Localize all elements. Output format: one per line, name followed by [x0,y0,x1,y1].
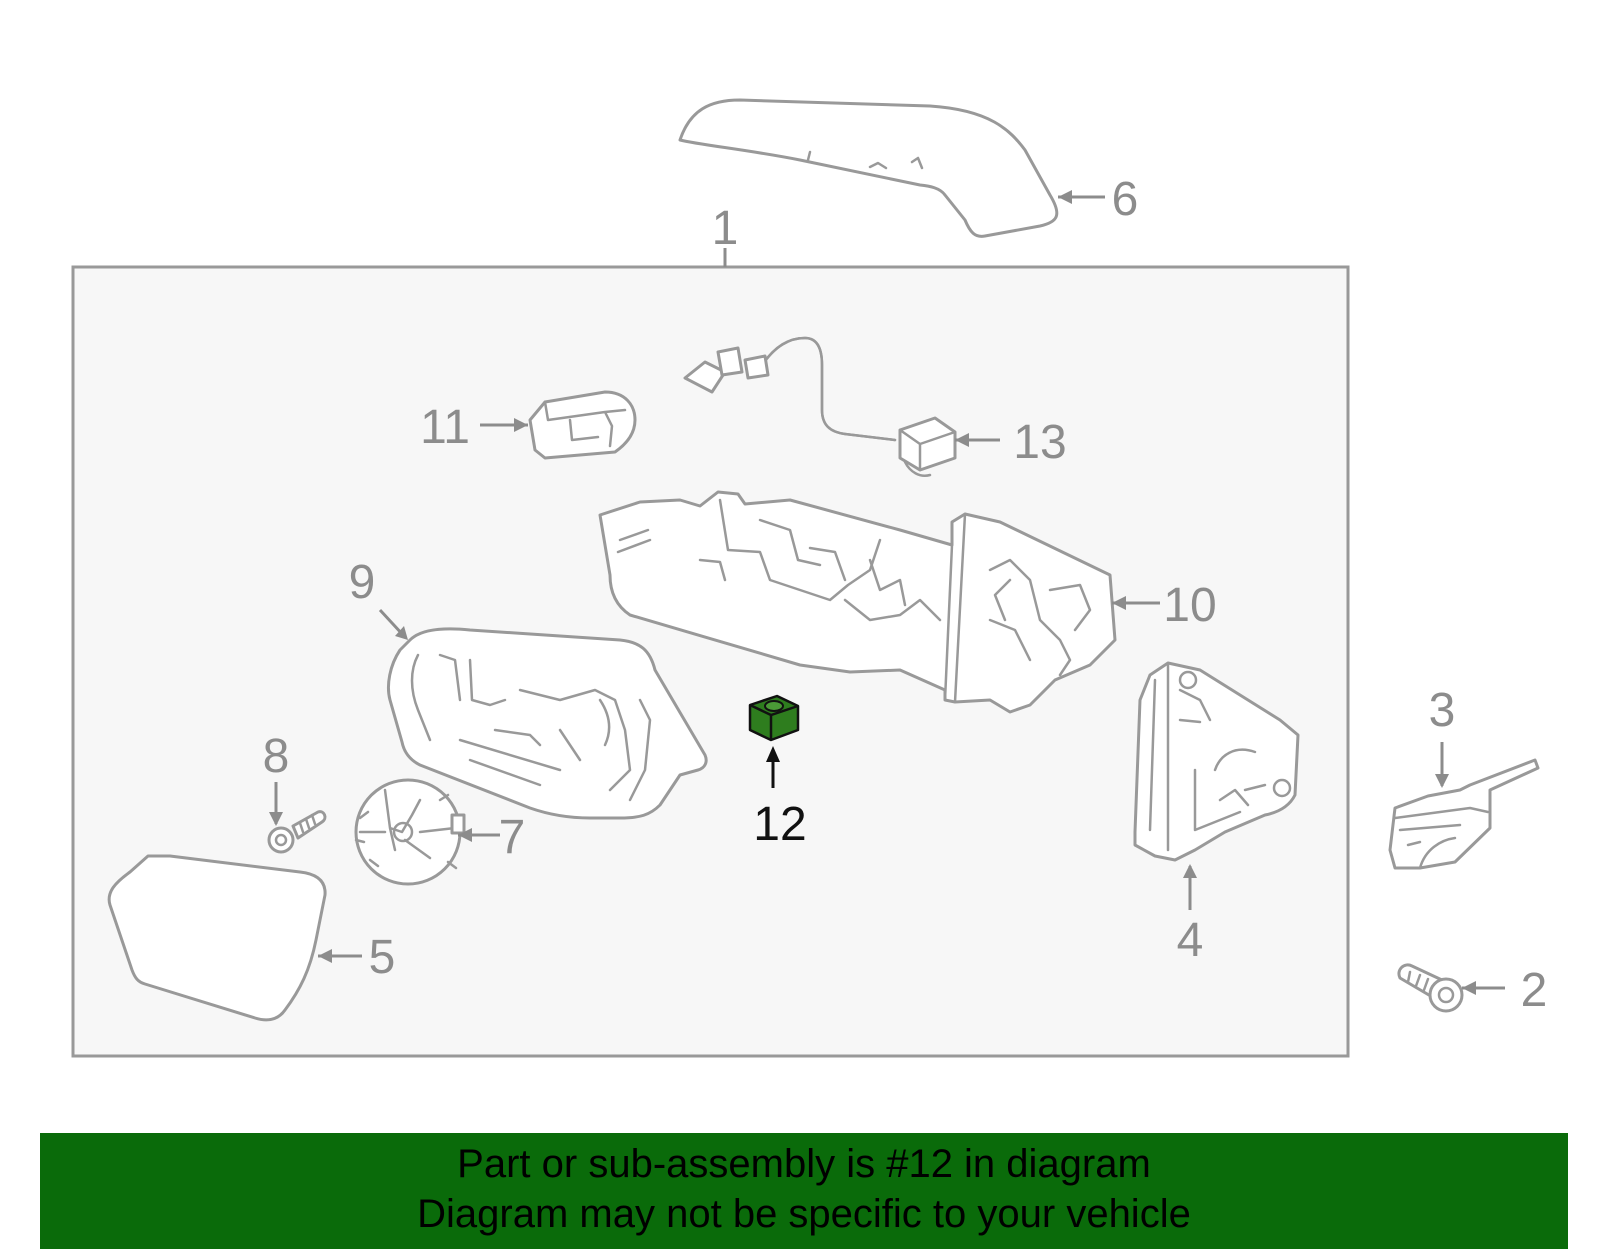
callout-13: 13 [1013,416,1066,469]
part-13-wire-harness[interactable] [683,336,957,477]
part-12-nut[interactable] [748,694,800,742]
callout-10: 10 [1163,579,1216,632]
part-6-mirror-cover[interactable] [678,98,1059,238]
callout-7: 7 [499,811,526,864]
callout-3: 3 [1429,684,1456,737]
part-9-mirror-frame[interactable] [386,627,708,820]
callout-12: 12 [753,798,806,851]
part-8-screw[interactable] [267,810,327,854]
leaders [269,190,1505,995]
callout-8: 8 [263,730,290,783]
callout-4: 4 [1177,914,1204,967]
info-banner: Part or sub-assembly is #12 in diagram D… [40,1133,1568,1249]
part-3-cover[interactable] [1388,758,1540,870]
part-4-base[interactable] [1133,661,1300,862]
callout-6: 6 [1112,173,1139,226]
callout-2: 2 [1521,964,1548,1017]
part-10-housing[interactable] [598,490,1117,714]
part-2-bolt[interactable] [1397,963,1464,1013]
part-7-motor[interactable] [354,778,466,886]
callout-5: 5 [369,931,396,984]
callout-9: 9 [349,556,376,609]
part-5-mirror-glass[interactable] [107,854,327,1022]
banner-line-disclaimer: Diagram may not be specific to your vehi… [417,1192,1191,1236]
part-11-bracket[interactable] [528,390,637,460]
banner-line-part: Part or sub-assembly is #12 in diagram [457,1142,1151,1186]
callout-1: 1 [712,202,739,255]
callout-11: 11 [420,401,470,454]
